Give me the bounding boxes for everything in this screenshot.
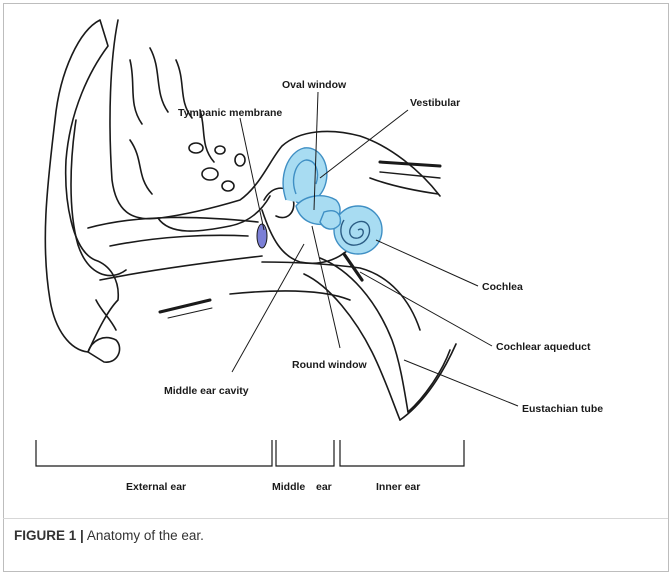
earlobe-tip <box>96 300 116 330</box>
mastoid-cells <box>130 48 214 194</box>
inner-ear <box>283 148 382 254</box>
pinna-inner-fold <box>71 120 126 276</box>
label-tympanic-membrane: Tympanic membrane <box>178 107 282 119</box>
air-cell <box>235 154 245 166</box>
pointer-tympanic <box>240 118 264 230</box>
eustachian-tube-lower <box>304 274 400 420</box>
auditory-canal <box>370 178 438 194</box>
ear-canal-inner <box>110 235 248 246</box>
air-cell <box>202 168 218 180</box>
label-round-window: Round window <box>292 359 367 371</box>
pinna-outline <box>45 20 118 352</box>
pointer-round-window <box>312 226 340 348</box>
vestibular-canal <box>283 148 327 203</box>
bracket-inner-ear <box>340 440 464 466</box>
label-cochlear-aqueduct: Cochlear aqueduct <box>496 341 591 353</box>
bracket-external-ear <box>36 440 272 466</box>
air-cell <box>189 143 203 153</box>
label-oval-window: Oval window <box>282 79 347 91</box>
pointer-cochlea <box>376 240 478 286</box>
eustachian-tube-upper <box>320 258 408 412</box>
cochlea-base <box>320 211 340 229</box>
pointer-middle-ear <box>232 244 304 372</box>
section-middle: Middle <box>272 481 305 493</box>
label-middle-ear-cavity: Middle ear cavity <box>164 385 249 397</box>
figure-number: FIGURE 1 | <box>14 528 84 543</box>
label-vestibular: Vestibular <box>410 97 460 109</box>
auditory-canal <box>380 162 440 166</box>
section-middle-ear: ear <box>316 481 332 493</box>
figure-caption-text: Anatomy of the ear. <box>87 528 204 543</box>
pointer-vestibular <box>320 110 408 178</box>
air-cell <box>222 181 234 191</box>
label-cochlea: Cochlea <box>482 281 523 293</box>
tympanic-membrane-shape <box>257 224 267 248</box>
auditory-canal <box>380 172 440 178</box>
bracket-middle-ear <box>276 440 334 466</box>
air-cell <box>215 146 225 154</box>
ear-anatomy-diagram: Oval window Vestibular Tympanic membrane… <box>0 0 672 520</box>
skull-base-line <box>262 262 420 330</box>
label-eustachian-tube: Eustachian tube <box>522 403 603 415</box>
section-external-ear: External ear <box>126 481 186 493</box>
figure-caption: FIGURE 1 | Anatomy of the ear. <box>14 528 204 543</box>
bone-lower-contour <box>158 196 270 231</box>
ear-canal-upper <box>88 217 258 228</box>
section-inner-ear: Inner ear <box>376 481 420 493</box>
ear-canal-lower <box>100 256 262 280</box>
eustachian-tube-tip <box>408 350 450 412</box>
caption-divider <box>3 518 668 519</box>
